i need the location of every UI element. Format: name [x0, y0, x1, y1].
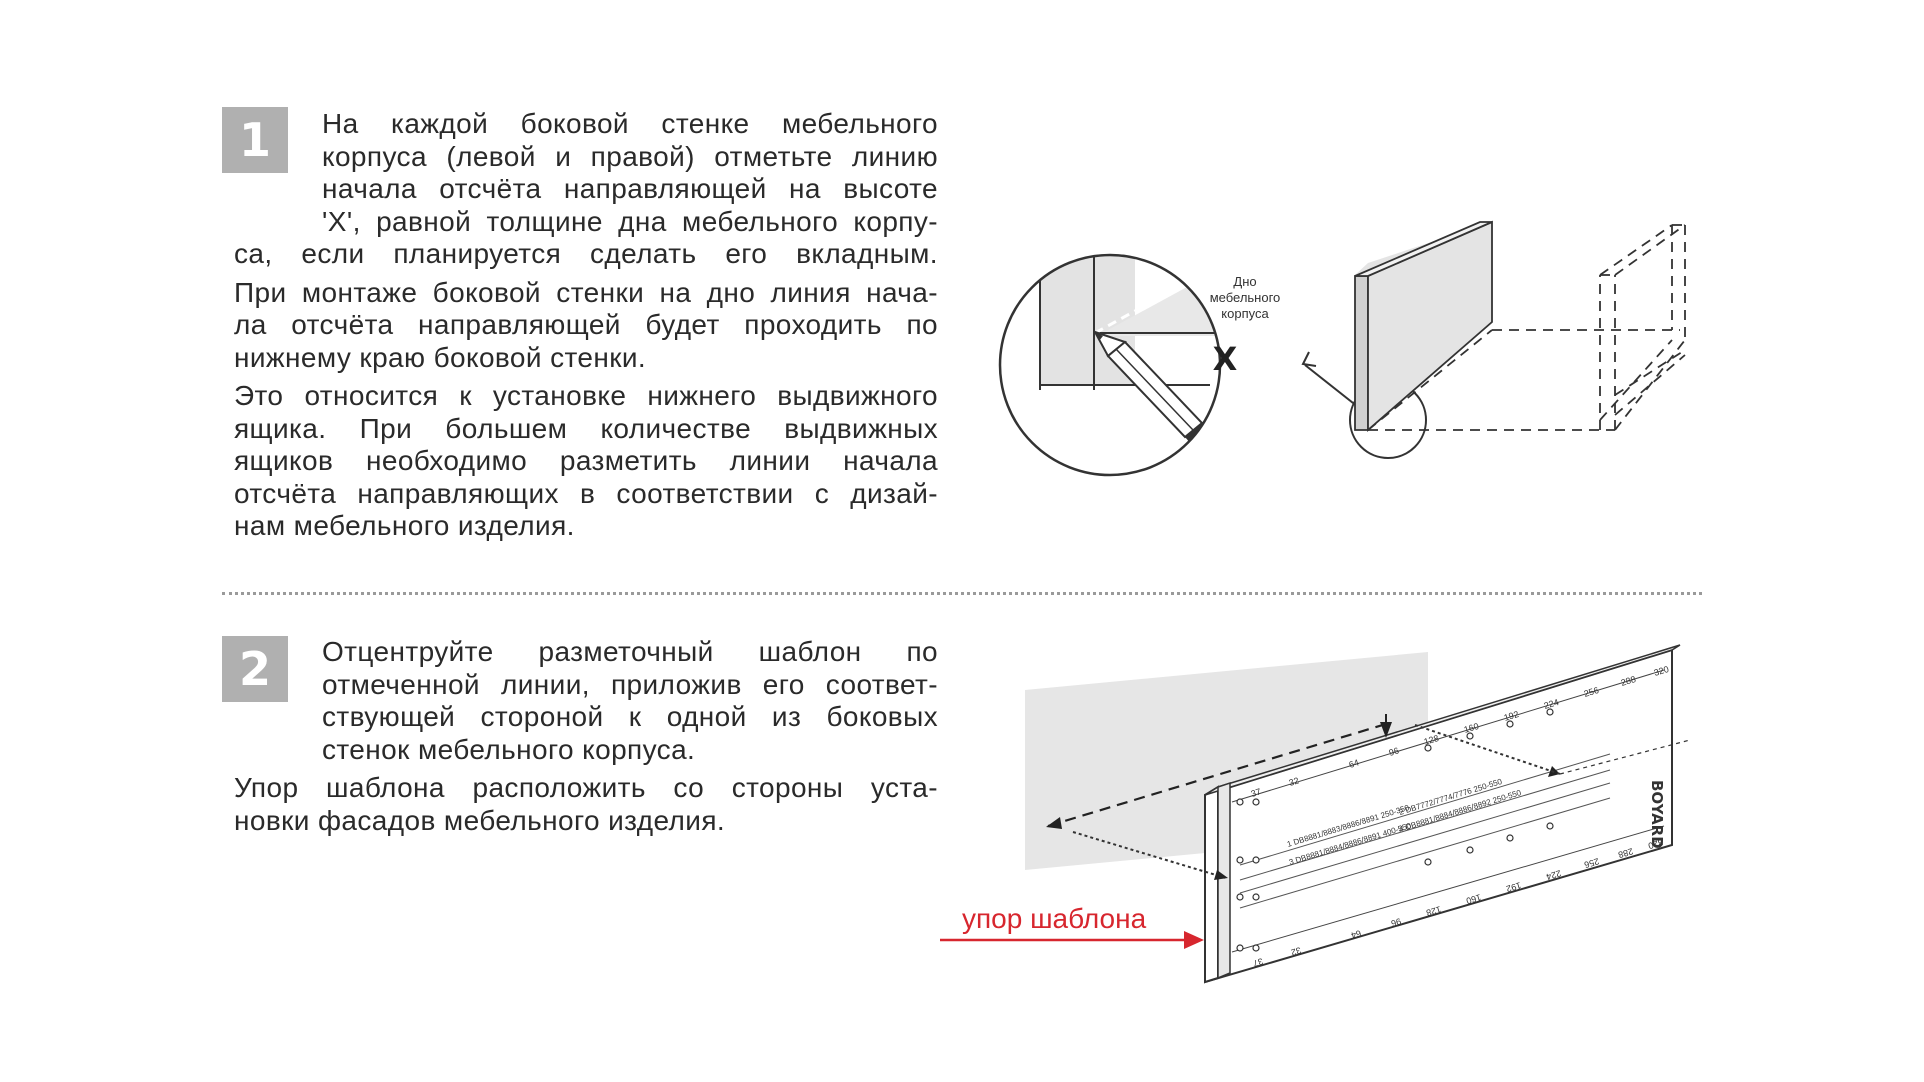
scale-label: 288	[1617, 846, 1634, 860]
scale-label: 224	[1543, 697, 1560, 711]
scale-label: 128	[1423, 733, 1440, 747]
section-divider	[222, 592, 1702, 595]
scale-label: 64	[1348, 757, 1361, 769]
text-line: са, если планируется сделать его вкладны…	[234, 238, 938, 269]
text-line: Упор шаблона расположить со стороны уста…	[234, 772, 938, 803]
magnifier-circle	[998, 253, 1222, 477]
text-line: корпуса (левой и правой) отметьте линию	[322, 140, 938, 172]
text-line: отсчёта направляющих в соответствии с ди…	[234, 477, 938, 509]
scale-label: 288	[1620, 674, 1637, 688]
step-1-number-badge: 1	[222, 107, 288, 173]
step-2-body-text: Упор шаблона расположить со стороны уста…	[234, 772, 938, 837]
text-line: ствующей стороной к одной из боковых	[322, 701, 938, 732]
cabinet-side-panel	[1354, 220, 1493, 432]
text-line: нижнему краю боковой стенки.	[234, 341, 647, 373]
scale-label: 256	[1583, 685, 1600, 699]
step-2-intro-text: Отцентруйте разметочный шаблон по отмече…	[322, 636, 938, 766]
text-line: На каждой боковой стенке мебельного	[322, 108, 938, 139]
figure-label-bottom-line2: мебельного	[1210, 290, 1281, 305]
text-line: Это относится к установке нижнего выдвиж…	[234, 380, 938, 411]
text-line: ящиков необходимо разметить линии начала	[234, 445, 938, 476]
scale-label: 96	[1390, 916, 1403, 928]
scale-label: 128	[1425, 904, 1442, 918]
scale-label: 256	[1583, 856, 1600, 870]
scale-label: 192	[1505, 880, 1522, 894]
text-line: ла отсчёта направляющей будет проходить …	[234, 309, 938, 340]
figure-label-bottom-line3: корпуса	[1221, 306, 1269, 321]
text-line: отмеченной линии, приложив его соответ-	[322, 668, 938, 700]
scale-label: 64	[1350, 928, 1363, 940]
text-line: новки фасадов мебельного изделия.	[234, 804, 726, 836]
text-line: Отцентруйте разметочный шаблон по	[322, 636, 938, 667]
stop-label: упор шаблона	[962, 903, 1147, 934]
text-line: нам мебельного изделия.	[234, 510, 575, 541]
scale-label: 37	[1252, 956, 1265, 968]
stop-pointer-arrowhead	[1184, 931, 1204, 949]
text-line: ящика. При большем количестве выдвижных	[234, 412, 938, 444]
text-line: стенок мебельного корпуса.	[322, 733, 696, 765]
marking-template: 37 32 64 96 128 160 192 224 256 288 320 …	[1204, 644, 1681, 984]
scale-label: 320	[1653, 664, 1670, 678]
scale-label: 37	[1250, 786, 1263, 798]
figure-label-bottom-line1: Дно	[1233, 274, 1256, 289]
scale-label: 320	[1647, 837, 1664, 851]
scale-label: 32	[1290, 945, 1303, 957]
brand-logo: BOYARD	[1648, 780, 1666, 849]
text-line: начала отсчёта направляющей на высоте	[322, 173, 938, 204]
text-line: При монтаже боковой стенки на дно линия …	[234, 276, 938, 308]
x-dimension-mark: X	[1213, 340, 1238, 378]
text-line: 'X', равной толщине дна мебельного корпу…	[322, 205, 938, 237]
alignment-guides	[1046, 714, 1691, 880]
step-1-body-text: са, если планируется сделать его вкладны…	[234, 238, 938, 543]
scale-label: 32	[1288, 775, 1301, 787]
scale-label: 224	[1545, 868, 1562, 882]
step-2-number-badge: 2	[222, 636, 288, 702]
scale-label: 96	[1388, 745, 1401, 757]
step-1-intro-text: На каждой боковой стенке мебельного корп…	[322, 108, 938, 238]
scale-label: 192	[1503, 709, 1520, 723]
scale-label: 160	[1463, 721, 1480, 735]
cabinet-dashed-outline	[1367, 224, 1686, 431]
scale-label: 160	[1465, 892, 1482, 906]
